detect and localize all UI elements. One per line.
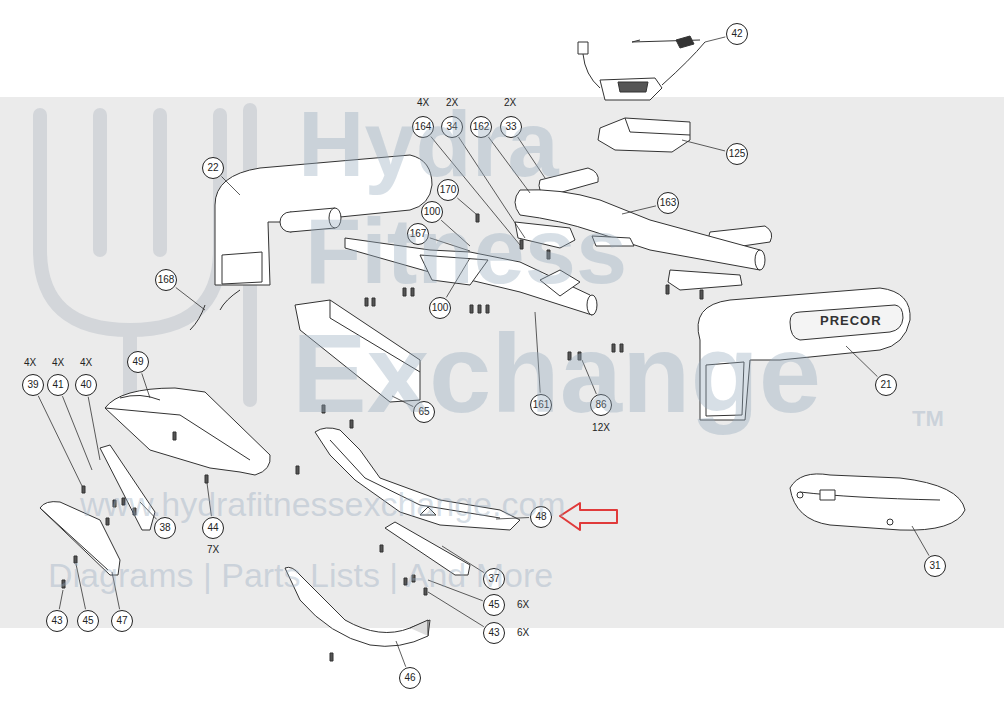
leader-line (846, 346, 877, 377)
callout-number: 42 (731, 29, 742, 39)
callout-number: 44 (207, 523, 218, 533)
leader-line (59, 590, 63, 609)
leader-line (142, 373, 150, 398)
callout-circle: 40 (75, 374, 97, 396)
callout-circle: 43 (46, 610, 68, 632)
leader-line (912, 526, 929, 556)
callout-circle: 49 (127, 351, 149, 373)
callout-number: 43 (488, 628, 499, 638)
callout-number: 40 (80, 380, 91, 390)
quantity-label: 4X (80, 358, 92, 368)
quantity-label: 4X (52, 358, 64, 368)
watermark-text: TM (912, 408, 944, 430)
leader-line (682, 140, 725, 151)
callout-circle: 21 (875, 374, 897, 396)
leader-line (176, 288, 205, 310)
leader-line (221, 176, 240, 195)
callout-number: 39 (27, 380, 38, 390)
callout-number: 163 (660, 198, 677, 208)
callout-circle: 31 (924, 555, 946, 577)
callout-number: 125 (729, 149, 746, 159)
watermark-text: Diagrams | Parts Lists | And More (48, 558, 553, 592)
callout-circle: 22 (202, 157, 224, 179)
callout-number: 41 (52, 380, 63, 390)
callout-circle: 45 (483, 594, 505, 616)
leader-line (428, 592, 484, 627)
callout-number: 46 (404, 673, 415, 683)
callout-circle: 46 (399, 667, 421, 689)
callout-number: 43 (51, 616, 62, 626)
quantity-label: 6X (517, 600, 529, 610)
callout-number: 49 (132, 357, 143, 367)
leader-line (622, 206, 656, 214)
callout-number: 22 (207, 163, 218, 173)
watermark-text: www.hydrafitnessexchange.com (80, 487, 566, 521)
callout-number: 100 (432, 303, 449, 313)
quantity-label: 4X (24, 358, 36, 368)
watermark-text: Hydra (298, 98, 559, 190)
callout-circle: 41 (47, 374, 69, 396)
callout-circle: 47 (111, 610, 133, 632)
callout-number: 168 (158, 275, 175, 285)
callout-number: 45 (82, 616, 93, 626)
callout-number: 31 (929, 561, 940, 571)
callout-number: 47 (116, 616, 127, 626)
leader-line (38, 396, 82, 486)
leader-line (62, 396, 92, 470)
callout-circle: 42 (726, 23, 748, 45)
brand-logo-text: PRECOR (820, 314, 882, 327)
quantity-label: 7X (207, 545, 219, 555)
watermark-text: Fitness (305, 205, 627, 297)
leader-line (396, 641, 406, 667)
callout-number: 21 (880, 380, 891, 390)
leader-line (705, 37, 725, 42)
callout-circle: 39 (22, 374, 44, 396)
callout-circle: 45 (77, 610, 99, 632)
leader-line (88, 397, 100, 460)
callout-circle: 43 (483, 622, 505, 644)
quantity-label: 6X (517, 628, 529, 638)
watermark-text: Exchange (292, 318, 821, 430)
callout-number: 38 (159, 523, 170, 533)
callout-number: 45 (488, 600, 499, 610)
